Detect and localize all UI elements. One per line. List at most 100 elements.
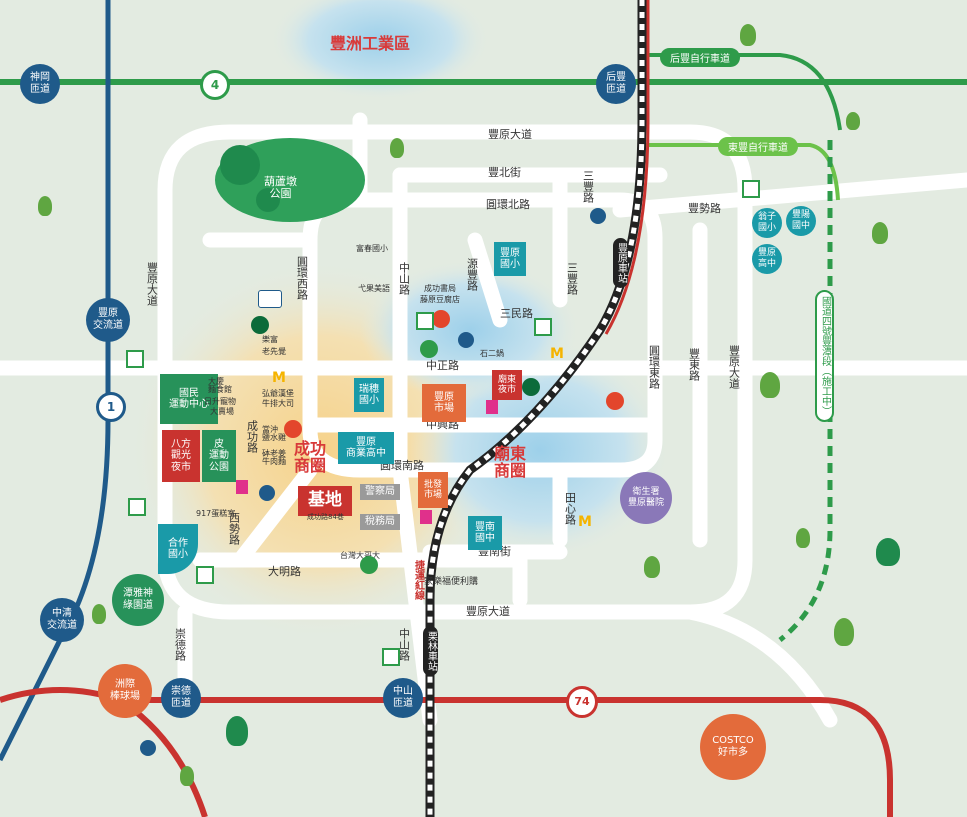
starbucks-icon (522, 378, 540, 396)
mcdonalds-icon: M (550, 346, 564, 362)
poi-sunrise: 日升寵物 (204, 397, 236, 406)
chenggong-district-label: 成功 商圈 (294, 439, 327, 475)
shengang-ramp: 神岡 匝道 (20, 64, 60, 104)
poi-tengyuan: 藤原豆腐店 (420, 295, 460, 304)
seven-eleven-icon (196, 566, 214, 584)
jialefu-label: 家樂福便利購 (424, 577, 479, 587)
houfeng-ramp: 后豐 匝道 (596, 64, 636, 104)
tree-icon (644, 556, 660, 578)
road-fengshi: 豐勢路 (688, 202, 721, 215)
hypermarket-icon (259, 485, 275, 501)
route-74-shield: 74 (566, 686, 598, 718)
fengyuan-interchange: 豐原 交流道 (86, 298, 130, 342)
tree-icon (834, 618, 854, 646)
zhongqing-interchange: 中清 交流道 (40, 598, 84, 642)
85c-cafe-icon (284, 420, 302, 438)
poi-laoxian: 老先覺 (262, 347, 286, 356)
poi-biaolao: 砵老姜 牛肉麵 (262, 449, 286, 467)
wholesale-market: 批發 市場 (418, 472, 448, 508)
base-sub-label: 成功路84巷 (307, 513, 344, 521)
fengyuan-hospital: 衛生署 豐原醫院 (620, 472, 672, 524)
costco: COSTCO 好市多 (700, 714, 766, 780)
poi-dangchong: 當沖 鹽水雞 (262, 425, 286, 443)
road-zhongshan-s: 中山路 (397, 628, 411, 661)
tree-icon (760, 372, 780, 398)
pxmart-icon (420, 340, 438, 358)
poi-chenggong-book: 成功書局 (424, 284, 456, 293)
poi-taiwan-da-south: 台灣大哥大 (340, 551, 380, 560)
poi-lerong: 樂富 (262, 335, 278, 344)
road-sanfeng-n: 三豐路 (581, 170, 595, 203)
metro-red-line (604, 0, 650, 335)
lilin-station-label: 栗林車站 (423, 626, 438, 676)
road-daming: 大明路 (268, 565, 301, 578)
seven-eleven-icon (534, 318, 552, 336)
85c-cafe-icon (432, 310, 450, 328)
road-tianxin: 田心路 (563, 492, 577, 525)
hypermarket-icon (590, 208, 606, 224)
poi-fuchun: 富春國小 (356, 244, 388, 253)
school-fengyuan-vocational: 豐原 商業高中 (338, 432, 394, 464)
road-fengyuan-blvd-n: 豐原大道 (488, 128, 532, 141)
route-74-line (0, 687, 893, 817)
road-chenggong: 成功路 (245, 420, 259, 453)
seven-eleven-icon (416, 312, 434, 330)
watsons-icon (236, 480, 248, 494)
tree-icon (92, 604, 106, 624)
route-4-shield: 4 (200, 70, 230, 100)
road-yuanhuanxi: 圓環西路 (295, 256, 309, 300)
chongde-ramp: 崇德 匝道 (161, 678, 201, 718)
road-yuanhuanbei: 圓環北路 (486, 198, 530, 211)
poi-niupai: 牛排大司 (262, 399, 294, 408)
road-yuanhuannan: 圓環南路 (380, 459, 424, 472)
poi-daqiao: 大賣場 (210, 407, 234, 416)
industrial-zone-label: 豐洲工業區 (330, 34, 411, 53)
road-zhongzheng: 中正路 (426, 359, 459, 372)
hululian-park-label: 葫蘆墩 公園 (264, 175, 297, 200)
hypermarket-icon (458, 332, 474, 348)
hypermarket-icon (140, 740, 156, 756)
road-fengnan: 豐南街 (478, 545, 511, 558)
industrial-zone-glow (270, 0, 490, 100)
zhongshan-ramp: 中山 匝道 (383, 678, 423, 718)
dongfeng-bikeway-label: 東豐自行車道 (718, 137, 798, 156)
metro-line-label: 捷運紅線 (412, 560, 424, 600)
fengyuan-market: 豐原 市場 (422, 384, 466, 422)
school-fengyang-jr: 豐陽 國中 (786, 206, 816, 236)
seven-eleven-icon (382, 648, 400, 666)
tree-icon (740, 24, 756, 46)
tree-icon (796, 528, 810, 548)
school-wengzi-elem: 翁子 國小 (752, 208, 782, 238)
tree-icon (872, 222, 888, 244)
costco-zh-label: 好市多 (718, 747, 748, 758)
bike-lane-houfeng (640, 53, 842, 131)
route-1-shield: 1 (96, 392, 126, 422)
school-hezuo-elem: 合作 國小 (158, 524, 198, 574)
tanya-green-park: 潭雅神 綠園道 (112, 574, 164, 626)
pidong-sports-park: 皮 運動 公園 (202, 430, 236, 482)
poi-917: 917蛋糕室 (196, 509, 236, 518)
poi-yiguo: 弋果美語 (358, 284, 390, 293)
citizen-sports-center: 國民 運動中心 (160, 374, 218, 424)
tree-icon (180, 766, 194, 786)
tree-icon (390, 138, 404, 158)
intercontinental-baseball: 洲際 棒球場 (98, 664, 152, 718)
school-ruisui-elem: 瑞穗 國小 (354, 378, 384, 412)
pxmart-icon (360, 556, 378, 574)
road-sanmin: 三民路 (500, 307, 533, 320)
mcdonalds-icon: M (578, 514, 592, 530)
tree-icon (876, 538, 900, 566)
tree-icon (38, 196, 52, 216)
miaodong-night-market: 廟東 夜市 (492, 370, 522, 400)
road-zhongxing: 中興路 (426, 418, 459, 431)
fengyuan-station-label: 豐原車站 (613, 238, 628, 288)
route-1-line (0, 0, 111, 762)
miaodong-district-label: 廟東 商圈 (494, 444, 527, 480)
school-fengyuan-high: 豐原 高中 (752, 244, 782, 274)
costco-en-label: COSTCO (712, 735, 754, 746)
road-fengyuan-blvd-s: 豐原大道 (466, 605, 510, 618)
road-chongde: 崇德路 (173, 628, 187, 661)
road-yuanfeng: 源豐路 (465, 258, 479, 291)
